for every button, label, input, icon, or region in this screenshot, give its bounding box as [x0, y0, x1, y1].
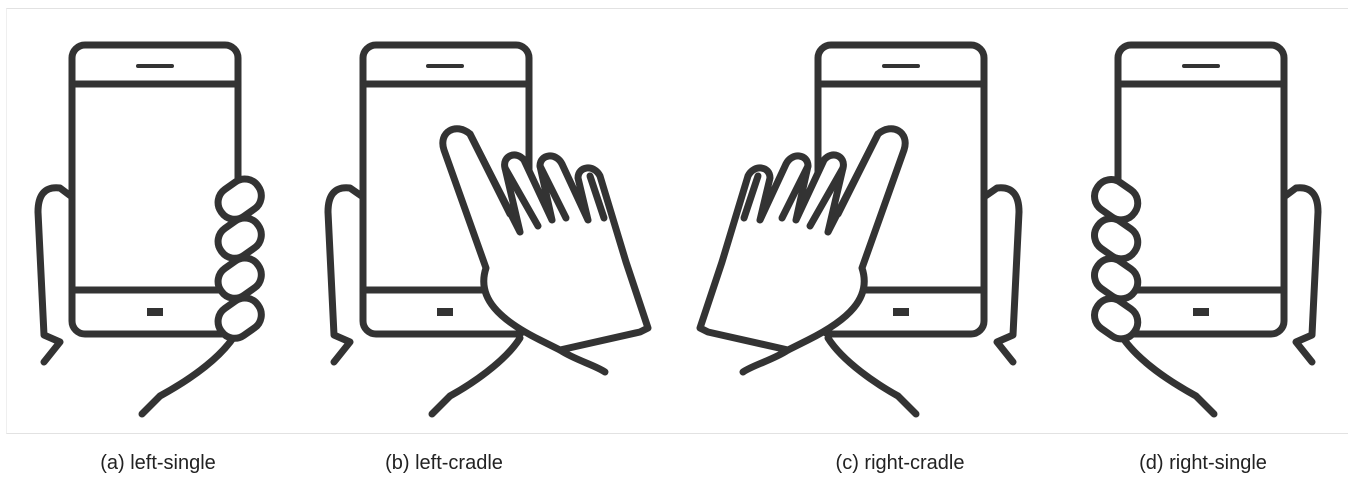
- phone-held-left-single-hand-icon: [38, 45, 268, 414]
- phone-left-cradle-icon: [328, 45, 648, 414]
- caption-c: (c) right-cradle: [836, 452, 965, 475]
- caption-b: (b) left-cradle: [385, 452, 503, 475]
- phone-right-cradle-icon: [700, 45, 1019, 414]
- phone-held-right-single-hand-icon: [1088, 45, 1318, 414]
- caption-a: (a) left-single: [100, 452, 216, 475]
- caption-d: (d) right-single: [1139, 452, 1267, 475]
